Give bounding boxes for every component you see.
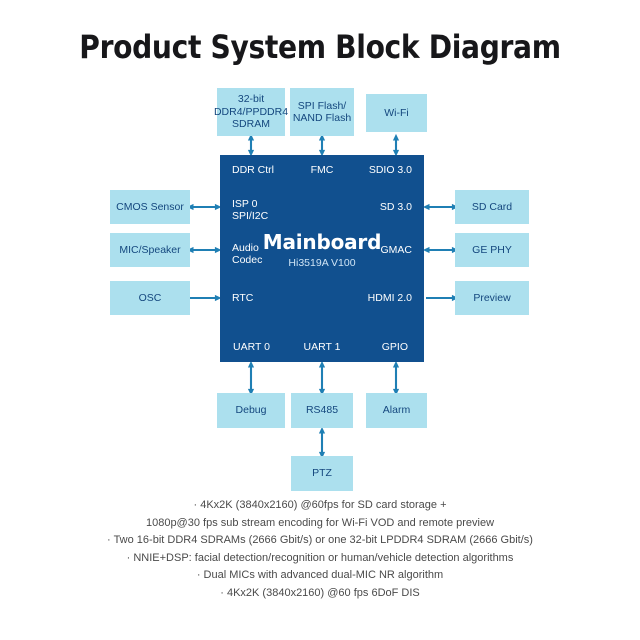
page-title: Product System Block Diagram — [79, 28, 561, 66]
peripheral-preview[interactable]: Preview — [455, 281, 529, 315]
footer-notes: · 4Kx2K (3840x2160) @60fps for SD card s… — [0, 497, 640, 602]
port-fmc: FMC — [310, 164, 334, 176]
footer-note: · Dual MICs with advanced dual-MIC NR al… — [196, 569, 444, 581]
port-uart1: UART 1 — [303, 341, 341, 353]
mainboard-block[interactable]: DDR Ctrl FMC SDIO 3.0 ISP 0 SPI/I2C Audi… — [220, 155, 424, 362]
peripheral-rs485[interactable]: RS485 — [291, 393, 353, 428]
peripheral-alarm[interactable]: Alarm — [366, 393, 427, 428]
peripheral-label: RS485 — [305, 404, 339, 417]
port-isp0-spi-i2c: ISP 0 SPI/I2C — [232, 198, 269, 222]
port-audio-codec: Audio Codec — [232, 242, 263, 266]
port-sd-30: SD 3.0 — [379, 201, 412, 213]
footer-note: · Two 16-bit DDR4 SDRAMs (2666 Gbit/s) o… — [107, 534, 533, 546]
port-gmac: GMAC — [380, 244, 413, 256]
port-rtc: RTC — [232, 292, 254, 304]
peripheral-cmos-sensor[interactable]: CMOS Sensor — [110, 190, 190, 224]
peripheral-label: PTZ — [312, 467, 332, 480]
peripheral-osc[interactable]: OSC — [110, 281, 190, 315]
footer-note: · NNIE+DSP: facial detection/recognition… — [126, 551, 514, 564]
peripheral-debug[interactable]: Debug — [217, 393, 285, 428]
port-hdmi-20: HDMI 2.0 — [367, 292, 412, 304]
peripheral-ptz[interactable]: PTZ — [291, 456, 353, 491]
peripheral-label: Debug — [235, 404, 267, 417]
peripheral-label: SD Card — [471, 200, 513, 213]
peripheral-label: Alarm — [382, 404, 411, 417]
port-sdio-30: SDIO 3.0 — [368, 164, 412, 176]
mainboard-name: Mainboard — [262, 230, 382, 254]
peripheral-label: 32-bit DDR4/PPDDR4 SDRAM — [213, 93, 289, 131]
peripheral-label: SPI Flash/ NAND Flash — [292, 99, 352, 125]
port-uart0: UART 0 — [233, 341, 270, 353]
port-ddr-ctrl: DDR Ctrl — [232, 164, 274, 176]
footer-note: 1080p@30 fps sub stream encoding for Wi-… — [145, 516, 495, 529]
peripheral-label: OSC — [138, 291, 162, 304]
peripheral-spi-nand-flash[interactable]: SPI Flash/ NAND Flash — [290, 88, 354, 136]
peripheral-label: Wi-Fi — [384, 106, 409, 119]
peripheral-sd-card[interactable]: SD Card — [455, 190, 529, 224]
peripheral-ddr4-sdram[interactable]: 32-bit DDR4/PPDDR4 SDRAM — [213, 88, 289, 136]
footer-note: · 4Kx2K (3840x2160) @60 fps 6DoF DIS — [220, 586, 420, 599]
peripheral-label: Preview — [473, 291, 511, 304]
peripheral-wifi[interactable]: Wi-Fi — [366, 94, 427, 132]
peripheral-label: CMOS Sensor — [116, 200, 184, 213]
peripheral-label: MIC/Speaker — [119, 243, 181, 256]
port-gpio: GPIO — [381, 341, 408, 353]
footer-note: · 4Kx2K (3840x2160) @60fps for SD card s… — [193, 499, 447, 511]
peripheral-ge-phy[interactable]: GE PHY — [455, 233, 529, 267]
mainboard-center-label: Mainboard Hi3519A V100 — [220, 231, 424, 270]
peripheral-label: GE PHY — [472, 243, 512, 256]
mainboard-chip: Hi3519A V100 — [288, 257, 356, 269]
peripheral-mic-speaker[interactable]: MIC/Speaker — [110, 233, 190, 267]
